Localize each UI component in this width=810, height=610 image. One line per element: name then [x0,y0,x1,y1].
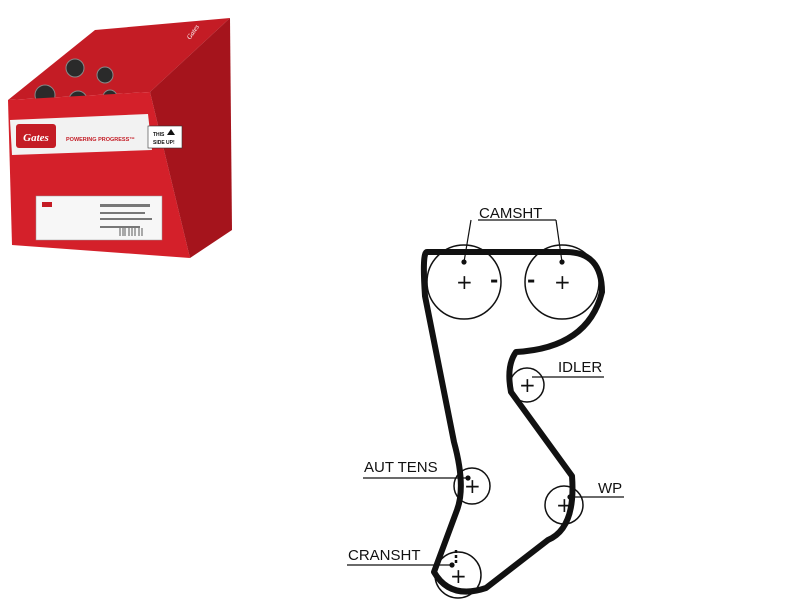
idler-pulley: + [509,367,545,403]
idler-label: IDLER [558,359,602,376]
timing-belt-diagram: + - + - + + + + CAMSHT IDLER [347,205,624,599]
this-side-up-sticker: THIS SIDE UP! [147,125,183,149]
tensioner-label: AUT TENS [364,459,438,476]
svg-text:+: + [519,373,536,397]
water-pump-leader [567,494,624,500]
svg-text:-: - [490,268,498,292]
camshaft-label: CAMSHT [479,205,542,222]
svg-text:-: - [527,268,535,292]
svg-text:+: + [456,270,473,294]
box-top-face [8,18,230,100]
tensioner-leader [363,475,471,481]
svg-text:+: + [554,270,571,294]
crankshaft-pulley: + [434,550,482,599]
crankshaft-leader [347,562,455,568]
camshaft-leader [461,219,565,265]
gates-logo-text: Gates [23,132,49,144]
barcode-icon [119,228,143,236]
timing-belt [420,249,605,595]
water-pump-label: WP [598,480,622,497]
crankshaft-label: CRANSHT [348,547,421,564]
product-label-lines [42,202,152,228]
gates-logo: Gates [16,124,56,148]
box-tagline: POWERING PROGRESS™ [66,137,135,143]
product-box-image: Gates POWERING PROGRESS™ THIS SIDE UP! G… [8,18,232,258]
svg-text:THIS: THIS [153,132,165,138]
water-pump-pulley: + [544,485,584,525]
camshaft-pulley-right: + - [524,244,600,320]
svg-text:+: + [450,564,467,588]
box-side-face [150,18,232,258]
camshaft-pulley-left: + - [426,244,502,320]
arrow-up-icon [167,129,175,135]
svg-text:SIDE UP!: SIDE UP! [153,140,175,146]
